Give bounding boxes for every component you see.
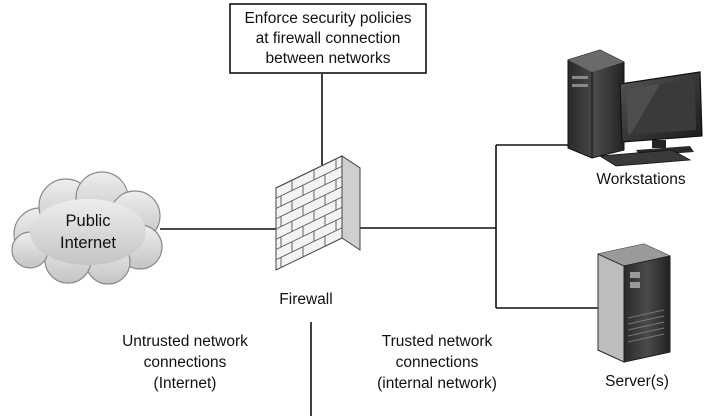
- server-label: Server(s): [605, 373, 669, 390]
- untrusted-line-1: Untrusted network: [122, 333, 248, 350]
- cloud-label-line-1: Public: [66, 212, 111, 230]
- firewall: Firewall: [274, 155, 362, 308]
- workstations-label: Workstations: [596, 171, 686, 188]
- policy-line-1: Enforce security policies: [244, 10, 411, 27]
- policy-callout: Enforce security policies at firewall co…: [229, 3, 427, 74]
- trusted-line-1: Trusted network: [382, 333, 493, 350]
- trusted-line-2: connections: [396, 354, 479, 371]
- firewall-label: Firewall: [279, 291, 332, 308]
- policy-line-3: between networks: [266, 50, 391, 67]
- policy-line-2: at firewall connection: [256, 30, 401, 47]
- public-internet-cloud: Public Internet: [11, 171, 163, 285]
- policy-box: [229, 3, 427, 74]
- server: Server(s): [597, 243, 671, 390]
- workstation: Workstations: [567, 49, 703, 188]
- untrusted-line-3: (Internet): [154, 375, 217, 392]
- trusted-line-3: (internal network): [377, 375, 497, 392]
- untrusted-zone-caption: Untrusted network connections (Internet): [122, 333, 248, 392]
- untrusted-line-2: connections: [144, 354, 227, 371]
- desktop-computer-icon: [567, 49, 703, 167]
- brick-wall-icon: [274, 155, 362, 271]
- connection-lines: [160, 74, 598, 416]
- server-tower-icon: [597, 243, 671, 363]
- trusted-zone-caption: Trusted network connections (internal ne…: [377, 333, 497, 392]
- cloud-label-line-2: Internet: [60, 234, 116, 252]
